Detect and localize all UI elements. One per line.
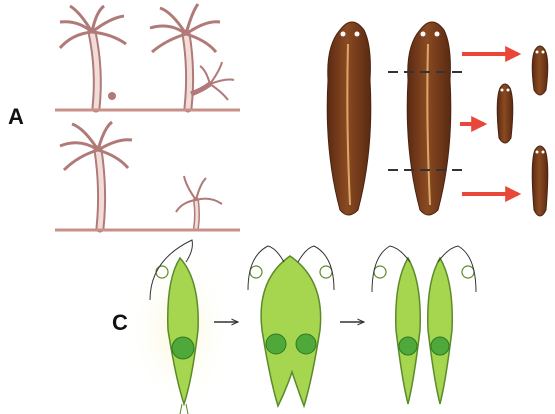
hydra-with-bud-icon	[150, 4, 234, 108]
hydra-icon	[60, 122, 132, 228]
regenerated-planarian-icon	[532, 146, 548, 216]
dividing-euglena-icon	[248, 246, 334, 406]
panel-label-c: C	[112, 310, 128, 336]
hydra-icon	[60, 6, 126, 108]
euglena-binary-fission-panel	[125, 240, 476, 414]
planarian-icon	[327, 22, 371, 215]
regenerated-planarian-icon	[532, 46, 548, 95]
hydra-budding-panel	[55, 4, 240, 230]
planarian-fragmentation-panel	[327, 22, 548, 216]
regenerated-planarian-icon	[497, 84, 513, 143]
daughter-euglena-icon	[428, 246, 476, 404]
daughter-euglena-icon	[372, 246, 420, 404]
panel-label-a: A	[8, 104, 24, 130]
cut-planarian-icon	[388, 22, 462, 215]
detached-bud-icon	[176, 176, 222, 228]
